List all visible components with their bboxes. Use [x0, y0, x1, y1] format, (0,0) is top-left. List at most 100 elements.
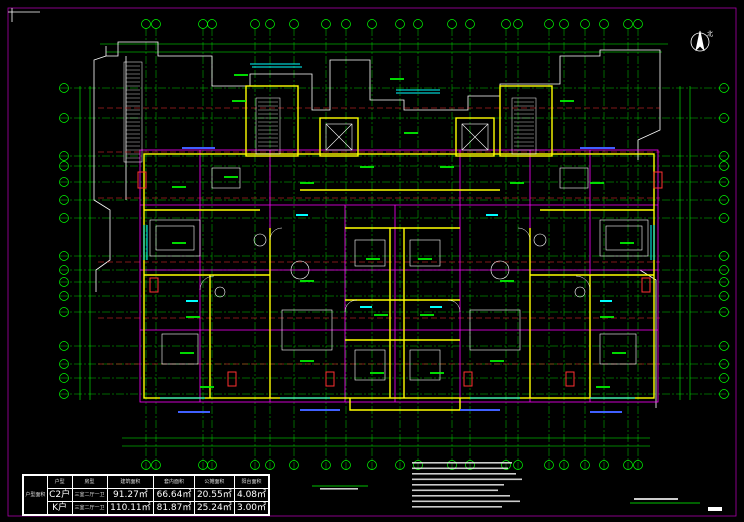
cell-rooms: 三室二厅一卫 — [71, 501, 108, 515]
room-label-mark — [234, 74, 248, 76]
cell-type: C2户 — [46, 488, 73, 502]
cell-area4: 3.00㎡ — [234, 501, 269, 515]
axis-bubble — [599, 19, 609, 29]
axis-bubble — [447, 19, 457, 29]
axis-bubble — [59, 265, 69, 275]
axis-bubble — [151, 460, 161, 470]
axis-bubble — [289, 19, 299, 29]
window-lines — [143, 63, 655, 399]
axis-bubble — [141, 19, 151, 29]
room-label-mark — [300, 280, 314, 282]
axis-bubble — [719, 177, 729, 187]
room-label-mark — [360, 166, 374, 168]
axis-bubble — [719, 341, 729, 351]
axis-bubble — [719, 307, 729, 317]
axis-bubble — [544, 19, 554, 29]
axis-bubble — [719, 359, 729, 369]
room-label-mark — [600, 316, 614, 318]
axis-bubble — [59, 151, 69, 161]
axis-bubble — [465, 460, 475, 470]
furniture — [149, 167, 649, 381]
axis-bubble — [250, 460, 260, 470]
axis-bubble — [719, 265, 729, 275]
room-label-mark — [186, 316, 200, 318]
north-arrow-icon — [690, 30, 710, 52]
axis-bubble — [289, 460, 299, 470]
room-label-mark — [300, 360, 314, 362]
wall-lines — [143, 85, 655, 411]
cell-type: K户 — [46, 501, 73, 515]
axis-bubble — [59, 251, 69, 261]
axis-bubble — [413, 460, 423, 470]
col-header-area2: 套内面积 — [153, 475, 195, 489]
col-header-rooms: 房型 — [71, 475, 108, 489]
axis-bubble — [719, 195, 729, 205]
axis-bubble — [719, 83, 729, 93]
note-line — [320, 488, 358, 490]
note-line — [412, 489, 498, 492]
table-row: C2户 三室二厅一卫 91.27㎡ 66.64㎡ 20.55㎡ 4.08㎡ — [24, 488, 269, 502]
roof-outline — [93, 41, 661, 408]
axis-bubble — [719, 277, 729, 287]
axis-bubble — [141, 460, 151, 470]
cell-area4: 4.08㎡ — [234, 488, 269, 502]
table-row-label: 户型面积 — [23, 475, 48, 515]
cell-area2: 81.87㎡ — [153, 501, 195, 515]
axis-bubble — [633, 460, 643, 470]
table-row: K户 三室二厅一卫 110.11㎡ 81.87㎡ 25.24㎡ 3.00㎡ — [24, 501, 269, 515]
axis-bubble — [559, 460, 569, 470]
room-label-mark — [560, 100, 574, 102]
room-label-mark — [590, 182, 604, 184]
red-markers — [137, 171, 663, 387]
blue-wall-segments — [178, 147, 622, 413]
axis-bubble — [59, 341, 69, 351]
room-label-mark — [300, 182, 314, 184]
cell-area1: 91.27㎡ — [106, 488, 155, 502]
axis-bubble — [321, 460, 331, 470]
room-label-mark — [620, 242, 634, 244]
room-label-mark — [172, 242, 186, 244]
axis-bubble — [719, 213, 729, 223]
note-line — [412, 462, 512, 464]
axis-bubble — [719, 161, 729, 171]
axis-bubble — [395, 19, 405, 29]
axis-bubble — [59, 291, 69, 301]
room-label-mark — [490, 360, 504, 362]
note-line — [412, 484, 504, 486]
north-label: 北 — [707, 30, 713, 38]
axis-bubble — [59, 373, 69, 383]
room-label-marks — [172, 74, 634, 388]
axis-bubble — [559, 19, 569, 29]
col-header-type: 户型 — [46, 475, 73, 489]
cell-area1: 110.11㎡ — [106, 501, 155, 515]
axis-bubble — [265, 460, 275, 470]
note-line — [412, 500, 520, 503]
axis-bubble — [198, 19, 208, 29]
axis-bubble — [341, 460, 351, 470]
dimension-lines — [79, 43, 691, 447]
col-header-area1: 建筑面积 — [106, 475, 155, 489]
room-label-mark — [430, 372, 444, 374]
axis-bubble — [265, 19, 275, 29]
axis-bubble — [719, 151, 729, 161]
axis-bubble — [623, 19, 633, 29]
cell-area2: 66.64㎡ — [153, 488, 195, 502]
note-line — [412, 495, 510, 497]
room-label-mark — [510, 182, 524, 184]
cell-area3: 20.55㎡ — [193, 488, 236, 502]
room-label-mark — [500, 280, 514, 282]
axis-bubble — [501, 460, 511, 470]
axis-bubble — [59, 83, 69, 93]
axis-bubble — [59, 213, 69, 223]
area-label-mark — [360, 306, 372, 308]
room-label-mark — [366, 258, 380, 260]
general-notes-block — [320, 462, 678, 508]
area-label-mark — [600, 300, 612, 302]
area-label-mark — [486, 214, 498, 216]
axis-bubble — [465, 19, 475, 29]
room-label-mark — [390, 78, 404, 80]
room-label-mark — [440, 166, 454, 168]
room-label-mark — [172, 186, 186, 188]
